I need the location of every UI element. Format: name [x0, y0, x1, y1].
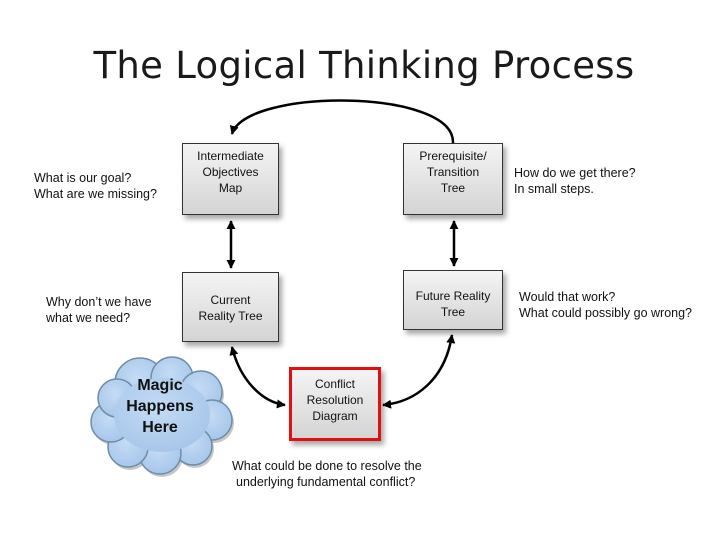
- goal-note: What is our goal? What are we missing?: [34, 170, 157, 202]
- note-line: what we need?: [46, 311, 131, 325]
- box-text-line: Future Reality: [415, 289, 491, 303]
- cloud-text-line: Magic: [137, 377, 183, 394]
- steps-note: How do we get there? In small steps.: [514, 165, 636, 197]
- work-note: Would that work? What could possibly go …: [519, 289, 692, 321]
- note-line: What could be done to resolve the: [232, 459, 422, 473]
- conflict-note: What could be done to resolve the underl…: [232, 458, 422, 490]
- box-text-line: Tree: [440, 305, 466, 319]
- box-text-line: Conflict: [314, 377, 355, 391]
- note-line: Why don’t we have: [46, 295, 152, 309]
- box-text-line: Diagram: [312, 409, 358, 423]
- box-text-line: Prerequisite/: [419, 149, 487, 163]
- box-text-line: Reality Tree: [198, 309, 263, 323]
- note-line: What is our goal?: [34, 171, 132, 185]
- current-reality-tree-box: Current Reality Tree: [182, 272, 279, 342]
- note-line: What could possibly go wrong?: [519, 306, 693, 320]
- intermediate-objectives-map-box: Intermediate Objectives Map: [182, 143, 279, 215]
- need-note: Why don’t we have what we need?: [46, 294, 152, 326]
- box-text-line: Current: [210, 293, 251, 307]
- cloud-text-line: Here: [142, 419, 178, 436]
- box-text-line: Tree: [440, 181, 466, 195]
- box-text-line: Transition: [426, 165, 480, 179]
- cloud-text-line: Happens: [126, 398, 194, 415]
- conflict-to-future-arrow: [382, 334, 456, 409]
- box-text-line: Objectives: [202, 165, 259, 179]
- box-text-line: Intermediate: [197, 149, 264, 163]
- prerequisite-transition-tree-box: Prerequisite/ Transition Tree: [403, 143, 503, 215]
- box-text-line: Map: [218, 181, 243, 195]
- future-reality-tree-box: Future Reality Tree: [403, 270, 503, 330]
- top-loop-arrow: [229, 99, 455, 144]
- box-text-line: Resolution: [306, 393, 364, 407]
- page-title: The Logical Thinking Process: [93, 44, 635, 87]
- magic-cloud-icon: [90, 356, 234, 477]
- note-line: Would that work?: [519, 290, 616, 304]
- note-line: In small steps.: [514, 182, 594, 196]
- magic-cloud-label: Magic Happens Here: [110, 375, 210, 438]
- note-line: What are we missing?: [34, 187, 157, 201]
- conflict-resolution-diagram-box: Conflict Resolution Diagram: [289, 367, 381, 441]
- note-line: underlying fundamental conflict?: [236, 475, 416, 489]
- current-to-conflict-arrow: [229, 346, 286, 409]
- note-line: How do we get there?: [514, 166, 636, 180]
